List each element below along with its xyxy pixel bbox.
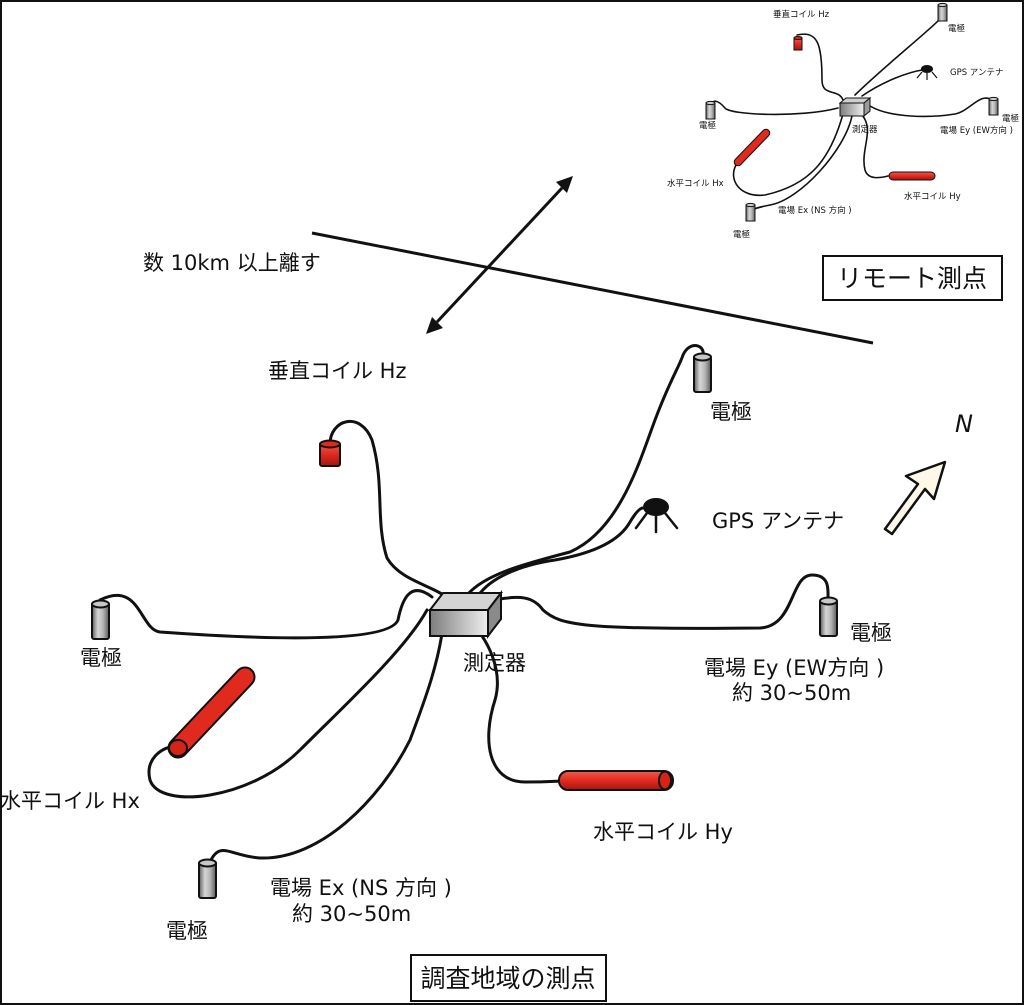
remote-vertical-coil-icon <box>793 36 803 51</box>
electrode-label: 電極 <box>166 919 208 943</box>
remote-horizontal-coil-x-label: 水平コイル Hx <box>667 178 724 189</box>
vertical-coil-label: 垂直コイル Hz <box>268 359 407 383</box>
cable-gps <box>476 506 645 598</box>
remote-device-label: 測定器 <box>852 124 878 135</box>
distance-arrow <box>426 176 573 334</box>
remote-electrode-icon <box>988 96 999 116</box>
remote-field-ex-label: 電場 Ex (NS 方向 ) <box>778 205 852 216</box>
measuring-device-label: 測定器 <box>463 651 526 675</box>
electrode-label: 電極 <box>80 646 122 670</box>
remote-device-icon <box>838 96 872 118</box>
measuring-device-icon <box>427 590 504 639</box>
remote-title-box <box>822 255 1003 301</box>
electrode-label: 電極 <box>710 400 752 424</box>
cable-horizontal-coil-y <box>464 615 564 784</box>
horizontal-coil-x-label: 水平コイル Hx <box>0 789 140 813</box>
remote-vertical-coil-label: 垂直コイル Hz <box>773 9 830 20</box>
remote-cable-hy <box>861 114 889 179</box>
electrode-label: 電極 <box>850 621 892 645</box>
distance-label: 数 10km 以上離す <box>143 251 321 275</box>
remote-station: 垂直コイル Hz 電極 GPS アンテナ 電極 測定器 電極 電場 Ey (EW… <box>667 2 1020 301</box>
remote-electrode-label: 電極 <box>1002 113 1020 124</box>
north-label: N <box>955 410 973 438</box>
remote-cable-electrode-ne <box>854 17 942 96</box>
remote-electrode-icon <box>745 202 756 222</box>
remote-electrode-label: 電極 <box>733 229 751 240</box>
remote-gps-antenna-icon <box>916 65 938 80</box>
electrode-icon <box>819 596 838 637</box>
remote-horizontal-coil-y-label: 水平コイル Hy <box>904 191 961 202</box>
horizontal-coil-x-icon <box>167 666 256 759</box>
remote-electrode-label: 電極 <box>948 23 966 34</box>
remote-title: リモート測点 <box>837 264 987 293</box>
remote-electrode-label: 電極 <box>699 120 717 131</box>
gps-antenna-label: GPS アンテナ <box>712 509 844 533</box>
field-ex-label: 電場 Ex (NS 方向 ) <box>270 876 452 900</box>
cable-electrode-w <box>98 589 434 640</box>
remote-horizontal-coil-x-icon <box>733 128 771 167</box>
electrode-icon <box>198 858 217 899</box>
remote-cable-hx <box>732 113 844 196</box>
field-ex-spacing-label: 約 30~50m <box>292 902 411 926</box>
remote-cable-electrode-e <box>869 97 993 118</box>
remote-electrode-icon <box>705 100 716 120</box>
horizontal-coil-y-label: 水平コイル Hy <box>593 820 733 844</box>
remote-cable-electrode-w <box>709 100 839 116</box>
cable-electrode-e <box>488 573 830 630</box>
cable-horizontal-coil-x <box>147 608 429 799</box>
remote-horizontal-coil-y-icon <box>888 171 936 181</box>
cable-vertical-coil <box>328 420 447 598</box>
electrode-icon <box>91 599 110 640</box>
north-arrow-icon <box>883 460 947 536</box>
survey-station: 垂直コイル Hz 電極 GPS アンテナ 電極 電極 測定器 電場 Ey (EW… <box>0 344 892 1002</box>
separator-line <box>311 231 874 345</box>
remote-cable-gps <box>861 69 923 97</box>
vertical-coil-icon <box>319 439 341 467</box>
survey-title: 調査地域の測点 <box>420 964 595 993</box>
remote-electrode-icon <box>937 2 948 22</box>
horizontal-coil-y-icon <box>558 770 674 791</box>
field-ey-spacing-label: 約 30~50m <box>732 681 851 705</box>
gps-antenna-icon <box>634 498 679 534</box>
remote-cable-hz <box>796 33 844 101</box>
electrode-icon <box>693 352 712 393</box>
cable-electrode-ne <box>466 344 705 596</box>
remote-gps-label: GPS アンテナ <box>950 68 1003 78</box>
field-ey-label: 電場 Ey (EW方向 ) <box>704 656 884 680</box>
cable-electrode-sw <box>208 616 446 864</box>
survey-title-box <box>410 954 607 1002</box>
remote-field-ey-label: 電場 Ey (EW方向 ) <box>940 125 1013 136</box>
